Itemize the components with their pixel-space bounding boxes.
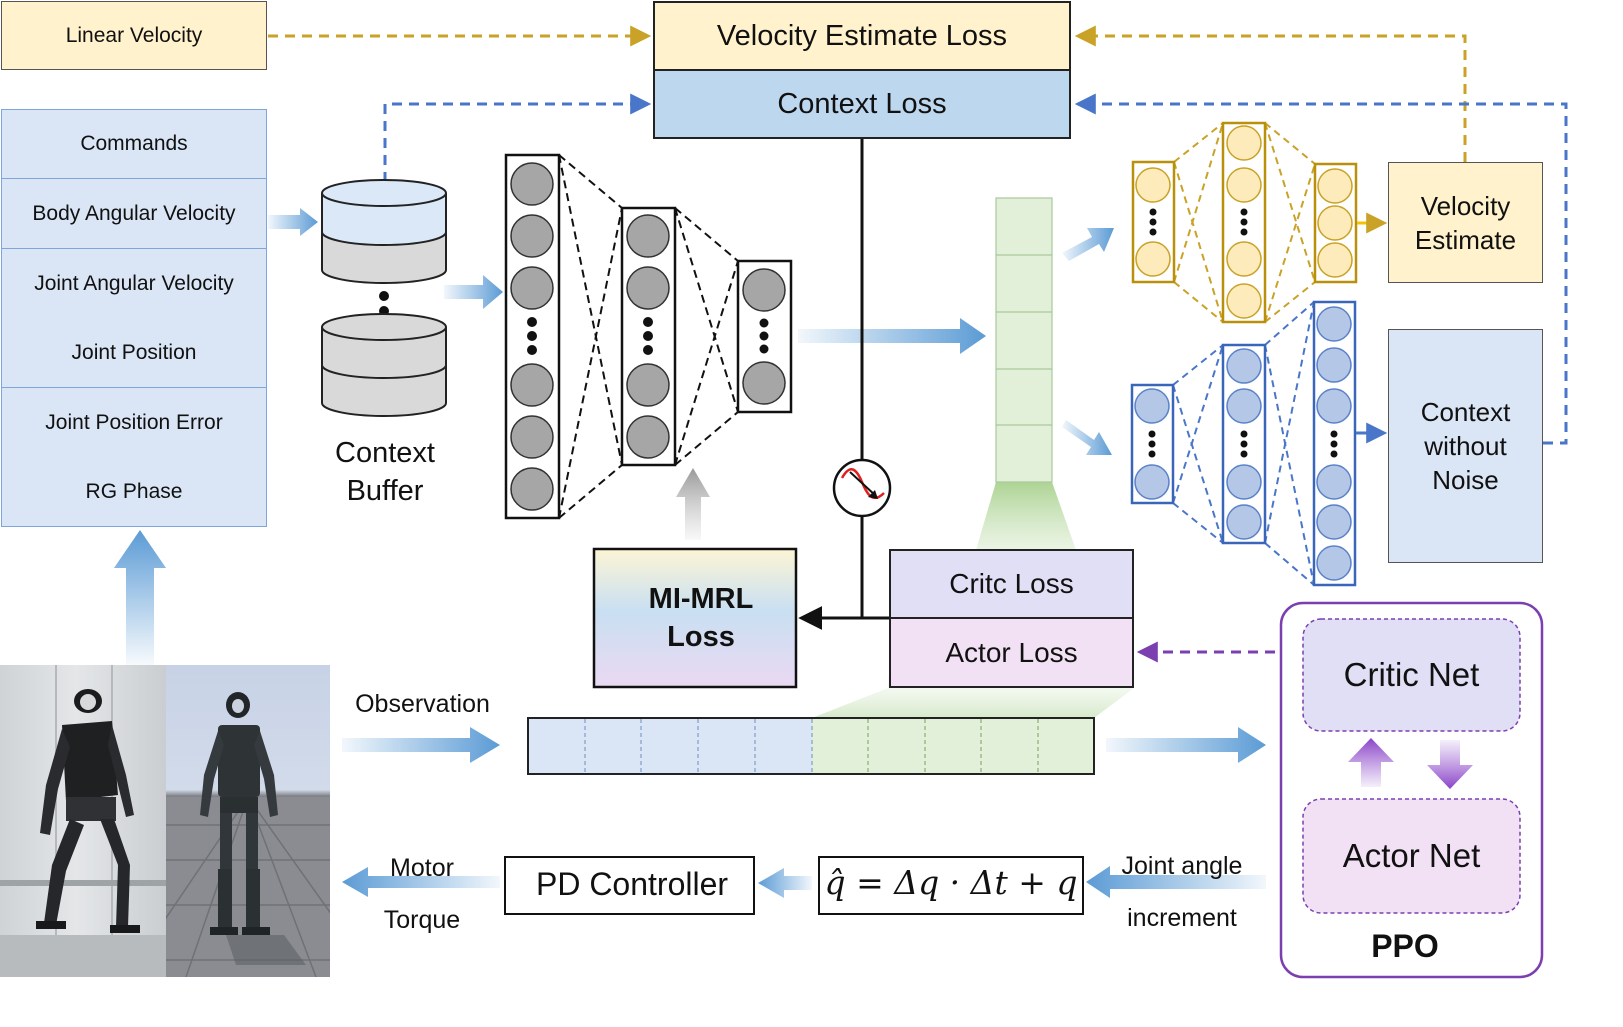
latent-vector [976,197,1076,550]
ppo-container [1279,601,1544,979]
pd-controller-box [504,856,755,915]
obs-vector-to-ppo-arrow [1106,727,1266,763]
joint-angle-line1: Joint angle [1121,852,1243,880]
latent-to-context-net-arrow [1062,420,1112,455]
mi-mrl-line1: MI-MRL [648,583,754,615]
formula-to-pd-arrow [758,868,812,898]
obs-label: RG Phase [85,479,183,503]
mi-mrl-line2: Loss [667,621,735,653]
sim-robot-figure [166,692,330,977]
context-buffer-line1: Context [335,437,435,469]
robot-to-obs-arrow [114,530,166,665]
velocity-estimate-loss-label: Velocity Estimate Loss [716,19,1008,52]
encoder-to-latent-arrow [798,318,986,354]
context-noise-line2: without [1424,431,1507,461]
latent-to-velocity-net-arrow [1062,228,1114,261]
critic-loss-label: Critc Loss [949,568,1074,599]
motor-torque-label: Motor Torque [352,842,492,946]
motor-torque-line1: Motor [390,854,454,882]
context-noise-dashed-arrow [1074,93,1568,445]
obs-joint-position-error: Joint Position Error [1,388,267,458]
actor-net-label: Actor Net [1342,837,1481,874]
actor-loss-box: Actor Loss [889,617,1134,688]
velocity-estimate-line1: Velocity [1420,190,1511,221]
formula-box [818,856,1084,915]
context-loss-label: Context Loss [777,87,947,120]
velocity-estimate-line2: Estimate [1414,224,1517,255]
context-noise-line3: Noise [1432,465,1499,495]
obs-joint-position: Joint Position [1,318,267,388]
obs-label: Commands [80,132,188,155]
ppo-title: PPO [1371,928,1439,964]
formula-label: q̂ = Δq · Δt + q [824,863,1078,902]
context-buffer-line2: Buffer [346,475,424,507]
velocity-estimator-network [1131,121,1388,324]
obs-label: Joint Angular Velocity [34,271,234,295]
gradient-path [798,139,889,630]
critic-net-label: Critic Net [1343,656,1480,693]
actor-loss-label: Actor Loss [945,636,1078,668]
linear-velocity-box: Linear Velocity [1,1,267,70]
obs-label: Joint Position [71,340,197,364]
velocity-estimate-loss-box: Velocity Estimate Loss [653,1,1071,71]
sim-robot-image [166,665,330,977]
mi-mrl-up-arrow [676,468,710,540]
observation-stack: Commands Body Angular Velocity Joint Ang… [0,109,268,527]
linear-velocity-label: Linear Velocity [65,23,203,47]
obs-label: Body Angular Velocity [32,201,236,225]
context-loss-box: Context Loss [653,69,1071,139]
buffer-to-encoder-arrow [444,275,503,309]
obs-joint-angular-velocity: Joint Angular Velocity [1,249,267,319]
mi-mrl-label: MI-MRL Loss [594,580,808,656]
context-buffer-label: Context Buffer [310,434,460,510]
obs-label: Joint Position Error [45,410,223,434]
critic-loss-box: Critc Loss [889,549,1134,619]
context-estimator-network [1130,300,1388,587]
obs-body-angular-velocity: Body Angular Velocity [1,179,267,249]
context-buffer-icon [321,179,447,417]
context-without-noise-box: Context without Noise [1388,329,1543,563]
framework-diagram: Linear Velocity Commands Body Angular Ve… [0,1,1568,979]
real-robot-photo [0,665,168,977]
motor-torque-arrow [342,867,500,897]
diagram-canvas [114,25,1568,979]
joint-angle-increment-label: Joint angle increment [1097,840,1267,944]
velocity-estimate-box: Velocity Estimate [1388,162,1543,283]
real-robot-figure [0,665,168,977]
velocity-estimate-dashed-arrow [1074,25,1467,162]
context-noise-line1: Context [1420,397,1511,427]
obs-rg-phase: RG Phase [1,457,267,527]
pd-controller-label: PD Controller [535,866,729,902]
observation-arrow [342,727,500,763]
joint-increment-arrow [1086,866,1266,898]
motor-torque-line2: Torque [383,906,461,934]
stop-gradient-icon [832,458,892,518]
observation-label: Observation [355,690,490,718]
observation-vector [527,675,1134,775]
obs-to-buffer-arrow [268,208,318,236]
obs-commands: Commands [1,109,267,179]
joint-angle-line2: increment [1127,904,1237,932]
mi-mrl-box [592,547,798,689]
encoder-network [504,153,793,520]
context-buffer-dashed-arrow [383,93,652,182]
